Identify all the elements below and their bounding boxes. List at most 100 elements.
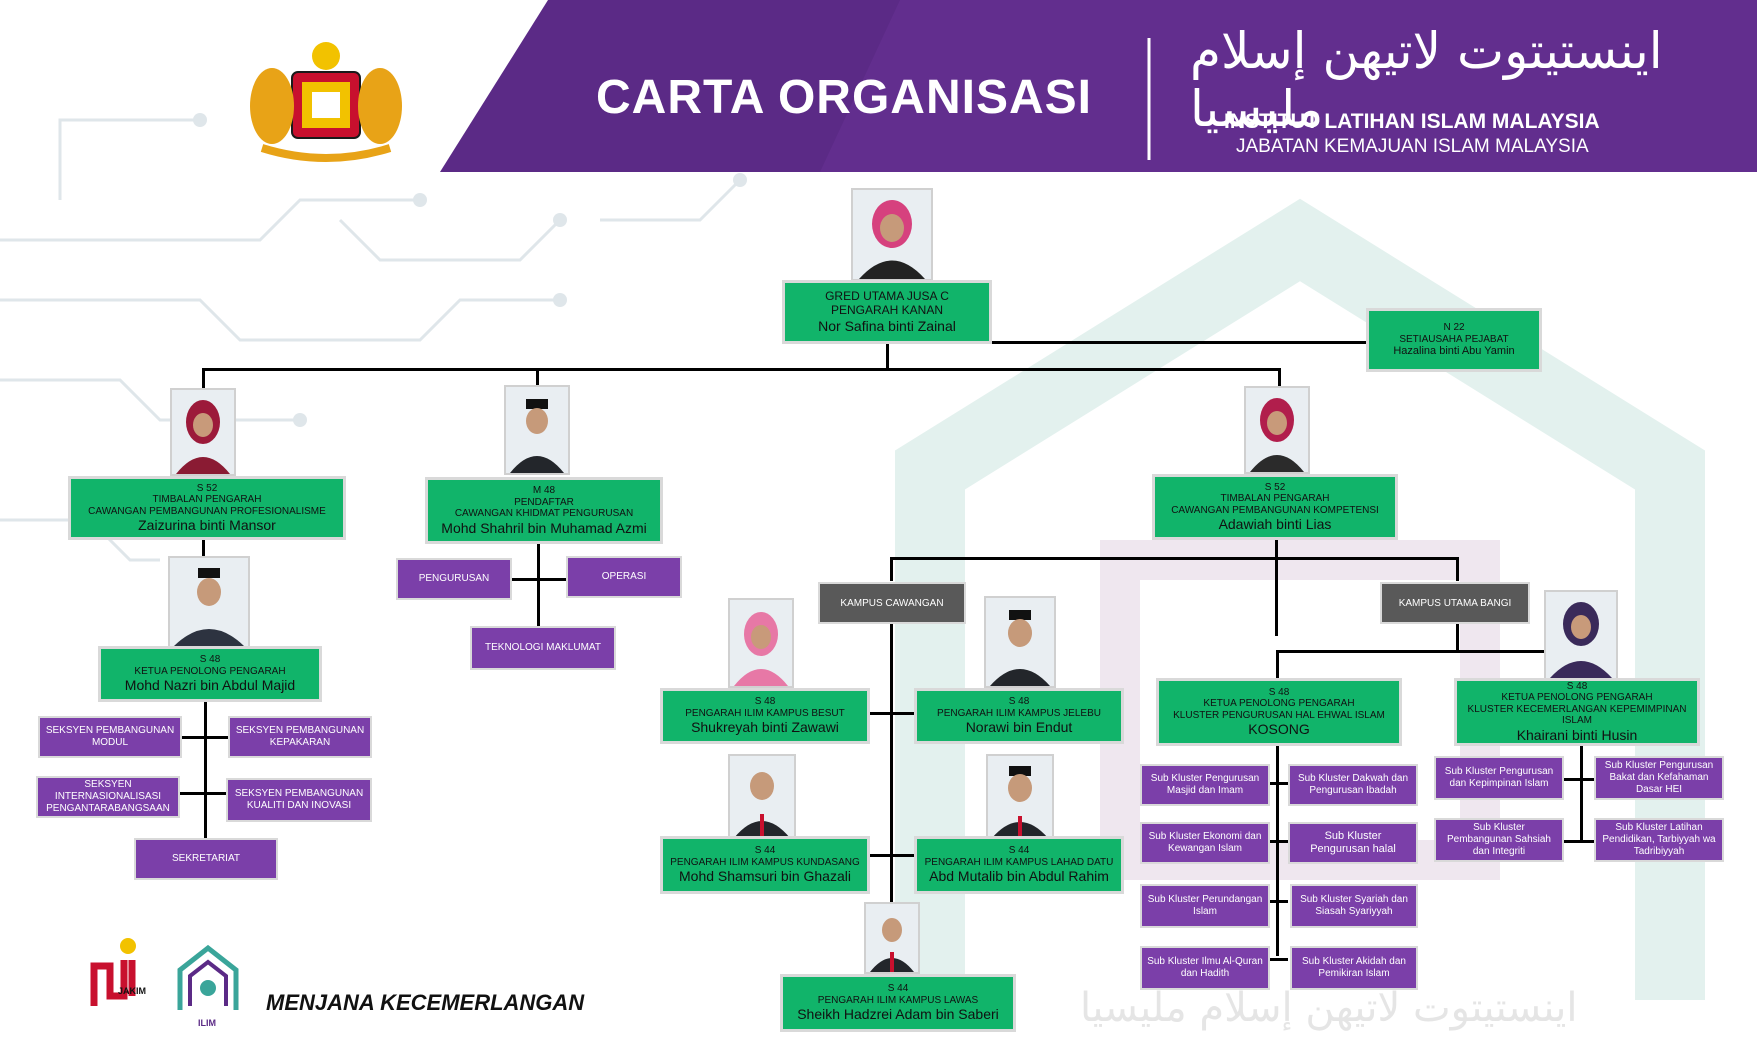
connector-line: [204, 702, 207, 838]
sub-cluster: Sub Kluster Pengurusan Bakat dan Kefaham…: [1594, 756, 1724, 800]
left-deputy-grade: S 52: [196, 482, 218, 494]
connector-line: [890, 557, 1458, 560]
campus-besut-box: S 48 PENGARAH ILIM KAMPUS BESUT Shukreya…: [660, 688, 870, 744]
left-chief-role: KETUA PENOLONG PENGARAH: [134, 665, 286, 677]
secretary-box: N 22 SETIAUSAHA PEJABAT Hazalina binti A…: [1366, 308, 1542, 372]
top-director-grade: GRED UTAMA JUSA C: [825, 289, 949, 304]
connector-line: [887, 341, 1367, 344]
connector-line: [890, 624, 893, 904]
connector-line: [1276, 650, 1279, 680]
right-deputy-role: TIMBALAN PENGARAH: [1220, 493, 1330, 505]
kundasang-director-photo: [728, 754, 796, 840]
campus-role: PENGARAH ILIM KAMPUS BESUT: [685, 707, 845, 719]
sub-cluster: Sub Kluster Pembangunan Sahsiah dan Inte…: [1434, 818, 1564, 862]
connector-line: [176, 736, 232, 739]
arabic-watermark: اينستيتوت لاتيهن إسلام مليسيا: [1080, 985, 1578, 1031]
campus-role: PENGARAH ILIM KAMPUS KUNDASANG: [670, 856, 860, 868]
cluster-b-role: KETUA PENOLONG PENGARAH: [1501, 692, 1653, 704]
sub-cluster: Sub Kluster Pengurusan Masjid dan Imam: [1140, 764, 1270, 806]
connector-line: [870, 712, 916, 715]
connector-line: [537, 544, 540, 628]
cluster-b-cluster: KLUSTER KECEMERLANGAN KEPEMIMPINAN ISLAM: [1467, 703, 1687, 727]
campus-jelebu-box: S 48 PENGARAH ILIM KAMPUS JELEBU Norawi …: [914, 688, 1124, 744]
sub-cluster: Sub Kluster Dakwah dan Pengurusan Ibadah: [1288, 764, 1418, 806]
section-kualiti-inovasi: SEKSYEN PEMBANGUNAN KUALITI DAN INOVASI: [226, 778, 372, 822]
secretary-grade: N 22: [1443, 322, 1465, 334]
unit-teknologi-maklumat: TEKNOLOGI MAKLUMAT: [470, 626, 616, 670]
ilim-logo-icon: [177, 944, 239, 1010]
right-deputy-photo: [1244, 386, 1310, 474]
section-internasionalisasi: SEKSYEN INTERNASIONALISASI PENGANTARABAN…: [36, 776, 180, 818]
cluster-a-name: KOSONG: [1248, 721, 1310, 738]
registrar-grade: M 48: [532, 485, 556, 497]
campus-director-name: Shukreyah binti Zawawi: [691, 719, 839, 736]
campus-director-name: Norawi bin Endut: [965, 719, 1073, 736]
org-name: INSTITUT LATIHAN ISLAM MALAYSIA: [1224, 110, 1600, 133]
top-director-box: GRED UTAMA JUSA C PENGARAH KANAN Nor Saf…: [782, 280, 992, 344]
connector-line: [1268, 958, 1288, 961]
sub-cluster: Sub Kluster Ekonomi dan Kewangan Islam: [1140, 822, 1270, 864]
connector-line: [536, 368, 539, 388]
connector-line: [1268, 900, 1288, 903]
campus-role: PENGARAH ILIM KAMPUS LAHAD DATU: [924, 856, 1114, 868]
connector-line: [886, 344, 889, 370]
cluster-b-name: Khairani binti Husin: [1516, 726, 1638, 743]
registrar-role: PENDAFTAR: [514, 496, 574, 508]
kampus-bangi-label: KAMPUS UTAMA BANGI: [1380, 582, 1530, 624]
connector-line: [202, 368, 1280, 371]
campus-director-name: Mohd Shamsuri bin Ghazali: [679, 868, 851, 885]
sub-cluster: Sub Kluster Syariah dan Siasah Syariyyah: [1290, 884, 1418, 928]
secretary-name: Hazalina binti Abu Yamin: [1393, 345, 1515, 358]
secretary-role: SETIAUSAHA PEJABAT: [1399, 333, 1509, 345]
connector-line: [1564, 840, 1596, 843]
sub-cluster: Sub Kluster Pengurusan dan Kepimpinan Is…: [1434, 756, 1564, 800]
connector-line: [1580, 746, 1583, 842]
left-deputy-role: TIMBALAN PENGARAH: [152, 494, 262, 506]
lahad-datu-director-photo: [986, 754, 1054, 840]
top-director-role: PENGARAH KANAN: [830, 302, 944, 317]
kampus-cawangan-label: KAMPUS CAWANGAN: [818, 582, 966, 624]
registrar-name: Mohd Shahril bin Muhamad Azmi: [441, 519, 647, 536]
connector-line: [1275, 540, 1278, 636]
left-chief-grade: S 48: [199, 654, 221, 666]
cluster-b-grade: S 48: [1566, 680, 1588, 692]
connector-line: [1456, 557, 1459, 581]
jakim-logo-icon: [90, 938, 136, 1006]
campus-role: PENGARAH ILIM KAMPUS JELEBU: [937, 707, 1101, 719]
left-chief-name: Mohd Nazri bin Abdul Majid: [124, 677, 296, 694]
cluster-a-grade: S 48: [1268, 686, 1290, 698]
connector-line: [870, 854, 916, 857]
sub-cluster: Sub Kluster Pengurusan halal: [1288, 822, 1418, 864]
connector-line: [202, 368, 205, 388]
connector-line: [202, 540, 205, 560]
campus-grade: S 48: [754, 696, 776, 708]
cluster-b-photo: [1544, 590, 1618, 680]
sub-cluster: Sub Kluster Perundangan Islam: [1140, 884, 1270, 928]
connector-line: [1268, 782, 1288, 785]
sub-cluster: Sub Kluster Latihan Pendidikan, Tarbiyya…: [1594, 818, 1724, 862]
campus-grade: S 44: [887, 983, 909, 995]
section-sekretariat: SEKRETARIAT: [134, 838, 278, 880]
header-purple-band: [440, 0, 1757, 172]
unit-pengurusan: PENGURUSAN: [396, 558, 512, 600]
registrar-photo: [504, 385, 570, 475]
campus-kundasang-box: S 44 PENGARAH ILIM KAMPUS KUNDASANG Mohd…: [660, 836, 870, 894]
connector-line: [506, 578, 568, 581]
connector-line: [180, 792, 228, 795]
cluster-a-cluster: KLUSTER PENGURUSAN HAL EHWAL ISLAM: [1173, 709, 1385, 721]
jelebu-director-photo: [984, 596, 1056, 688]
cluster-a-role: KETUA PENOLONG PENGARAH: [1203, 698, 1355, 710]
top-director-name: Nor Safina binti Zainal: [818, 317, 956, 334]
campus-role: PENGARAH ILIM KAMPUS LAWAS: [817, 994, 979, 1006]
cluster-b-box: S 48 KETUA PENOLONG PENGARAH KLUSTER KEC…: [1454, 678, 1700, 746]
connector-line: [1268, 840, 1288, 843]
campus-grade: S 44: [754, 845, 776, 857]
unit-operasi: OPERASI: [566, 556, 682, 598]
dept-name: JABATAN KEMAJUAN ISLAM MALAYSIA: [1236, 136, 1589, 157]
left-deputy-name: Zaizurina binti Mansor: [138, 517, 276, 534]
right-deputy-grade: S 52: [1264, 481, 1286, 493]
connector-line: [890, 557, 893, 581]
cluster-a-box: S 48 KETUA PENOLONG PENGARAH KLUSTER PEN…: [1156, 678, 1402, 746]
registrar-branch: CAWANGAN KHIDMAT PENGURUSAN: [454, 508, 634, 520]
registrar-box: M 48 PENDAFTAR CAWANGAN KHIDMAT PENGURUS…: [425, 477, 663, 544]
